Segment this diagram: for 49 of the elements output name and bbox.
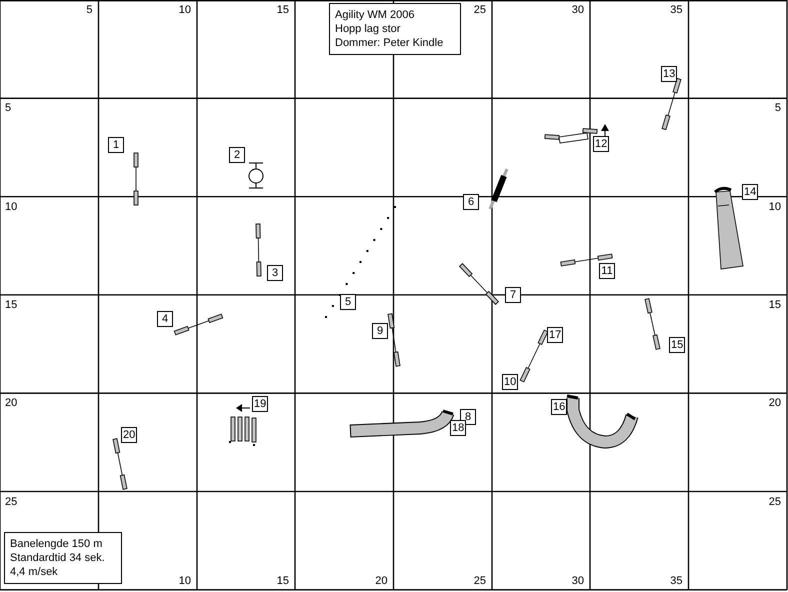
grid-number: 5 xyxy=(5,102,12,116)
obstacle-number: 20 xyxy=(121,427,138,443)
grid-number: 35 xyxy=(670,575,682,588)
grid-number: 30 xyxy=(572,4,584,17)
obstacle-number: 18 xyxy=(450,420,466,436)
obstacle-number: 16 xyxy=(551,399,568,415)
obstacle-number: 7 xyxy=(505,287,521,303)
grid-number: 20 xyxy=(768,397,781,410)
grid-number: 5 xyxy=(774,102,781,116)
grid-number: 10 xyxy=(178,4,191,17)
grid-number: 25 xyxy=(474,4,486,17)
grid-number: 10 xyxy=(178,575,191,588)
info-text: Hopp lag stor xyxy=(335,22,402,36)
obstacle-number: 13 xyxy=(661,66,678,82)
grid-number: 10 xyxy=(5,200,18,214)
obstacle-number: 11 xyxy=(599,263,615,279)
grid-number: 20 xyxy=(375,575,388,588)
grid-number: 30 xyxy=(572,575,584,588)
obstacle-number: 9 xyxy=(372,323,388,339)
obstacle-number: 6 xyxy=(463,194,479,210)
obstacle-number: 14 xyxy=(742,184,758,200)
grid-number: 15 xyxy=(276,575,289,588)
info-text: Dommer: Peter Kindle xyxy=(335,36,444,50)
grid-number: 25 xyxy=(768,496,781,508)
obstacle-number: 17 xyxy=(547,327,564,343)
obstacle-number: 4 xyxy=(157,311,173,327)
obstacle-number: 12 xyxy=(593,136,610,152)
grid-number: 20 xyxy=(5,397,18,410)
info-text: 4,4 m/sek xyxy=(10,565,59,579)
info-text: Banelengde 150 m xyxy=(10,537,104,551)
obstacle-number: 10 xyxy=(502,374,518,390)
obstacle-number: 5 xyxy=(340,294,356,310)
grid-number: 15 xyxy=(768,298,781,312)
info-panel xyxy=(4,532,122,584)
obstacle-number: 19 xyxy=(252,396,268,412)
info-panel xyxy=(329,3,461,55)
grid-number: 15 xyxy=(5,298,18,312)
info-text: Standardtid 34 sek. xyxy=(10,551,106,565)
obstacle-number: 15 xyxy=(669,337,686,353)
grid-number: 15 xyxy=(276,4,289,17)
grid-number: 10 xyxy=(768,200,781,214)
obstacle-number: 1 xyxy=(108,137,124,153)
grid-number: 35 xyxy=(670,4,682,17)
grid-number: 5 xyxy=(86,4,92,17)
grid-number: 25 xyxy=(5,496,18,508)
obstacle-number: 2 xyxy=(229,147,245,163)
grid-number: 25 xyxy=(474,575,486,588)
obstacle-number: 3 xyxy=(267,265,283,281)
info-text: Agility WM 2006 xyxy=(335,8,416,22)
